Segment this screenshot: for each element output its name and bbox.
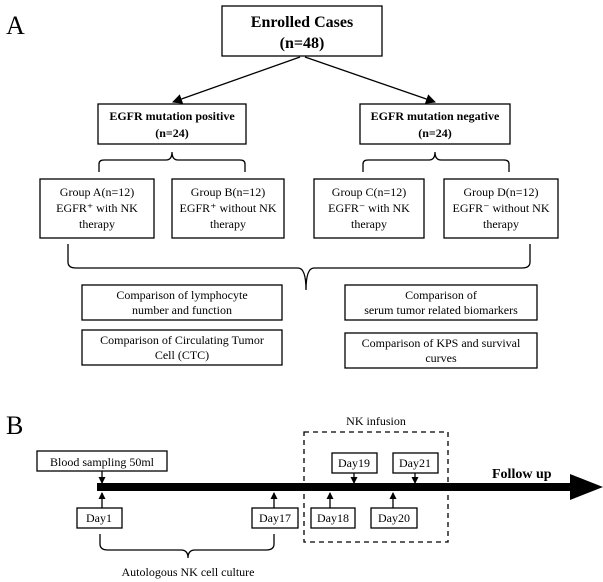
group-b-box: Group B(n=12) EGFR⁺ without NK therapy bbox=[171, 178, 285, 239]
group-d-line2: EGFR⁻ without NK bbox=[452, 201, 549, 215]
egfr-positive-box: EGFR mutation positive (n=24) bbox=[97, 103, 247, 145]
group-d-line3: therapy bbox=[483, 217, 519, 231]
group-c-line3: therapy bbox=[351, 217, 387, 231]
arrow-to-negative bbox=[304, 56, 436, 104]
nk-infusion-label: NK infusion bbox=[346, 414, 406, 428]
group-a-line1: Group A(n=12) bbox=[60, 185, 134, 199]
group-b-line2: EGFR⁺ without NK bbox=[179, 201, 276, 215]
group-c-line1: Group C(n=12) bbox=[332, 185, 406, 199]
brace-groups bbox=[67, 244, 531, 291]
comparison-kps-line1: Comparison of KPS and survival bbox=[362, 336, 521, 350]
timeline-arrowhead bbox=[570, 474, 603, 500]
panel-b-label: B bbox=[6, 411, 23, 440]
enrolled-count: (n=48) bbox=[280, 35, 325, 52]
group-b-line3: therapy bbox=[210, 217, 246, 231]
enrolled-cases-box: Enrolled Cases (n=48) bbox=[221, 5, 383, 57]
group-d-line1: Group D(n=12) bbox=[463, 185, 538, 199]
comparison-kps-box: Comparison of KPS and survival curves bbox=[344, 332, 538, 369]
blood-sampling-box: Blood sampling 50ml bbox=[36, 450, 168, 472]
enrolled-title: Enrolled Cases bbox=[251, 14, 353, 31]
day1-box: Day1 bbox=[76, 507, 123, 529]
day19-box: Day19 bbox=[331, 452, 378, 474]
egfr-negative-box: EGFR mutation negative (n=24) bbox=[359, 103, 511, 145]
comparison-kps-line2: curves bbox=[425, 351, 457, 365]
day20-box: Day20 bbox=[370, 507, 418, 529]
comparison-ctc-line1: Comparison of Circulating Tumor bbox=[100, 333, 264, 347]
day21-box: Day21 bbox=[392, 452, 439, 474]
day18-label: Day18 bbox=[317, 511, 349, 525]
group-a-line2: EGFR⁺ with NK bbox=[56, 201, 138, 215]
brace-positive bbox=[98, 151, 246, 172]
day19-label: Day19 bbox=[338, 456, 370, 470]
follow-up-label: Follow up bbox=[492, 467, 552, 482]
timeline-bar bbox=[97, 483, 575, 491]
comparison-ctc-line2: Cell (CTC) bbox=[155, 348, 209, 362]
day18-box: Day18 bbox=[310, 507, 356, 529]
day1-label: Day1 bbox=[86, 511, 112, 525]
comparison-lymphocyte-line2: number and function bbox=[132, 303, 232, 317]
group-d-box: Group D(n=12) EGFR⁻ without NK therapy bbox=[443, 178, 559, 239]
panel-a-label: A bbox=[6, 11, 25, 40]
comparison-biomarkers-line2: serum tumor related biomarkers bbox=[364, 303, 518, 317]
day17-box: Day17 bbox=[251, 507, 299, 529]
day17-label: Day17 bbox=[259, 511, 291, 525]
day20-label: Day20 bbox=[378, 511, 410, 525]
group-c-line2: EGFR⁻ with NK bbox=[328, 201, 410, 215]
group-b-line1: Group B(n=12) bbox=[191, 185, 265, 199]
positive-title: EGFR mutation positive bbox=[109, 109, 235, 123]
culture-label: Autologous NK cell culture bbox=[122, 565, 255, 579]
arrow-to-positive bbox=[172, 56, 301, 104]
group-c-box: Group C(n=12) EGFR⁻ with NK therapy bbox=[313, 178, 425, 239]
brace-culture bbox=[99, 534, 275, 559]
positive-count: (n=24) bbox=[155, 126, 189, 140]
brace-negative bbox=[362, 151, 510, 172]
day21-label: Day21 bbox=[399, 456, 431, 470]
group-a-box: Group A(n=12) EGFR⁺ with NK therapy bbox=[39, 178, 155, 239]
comparison-lymphocyte-line1: Comparison of lymphocyte bbox=[116, 288, 247, 302]
comparison-biomarkers-line1: Comparison of bbox=[405, 288, 477, 302]
group-a-line3: therapy bbox=[79, 217, 115, 231]
comparison-biomarkers-box: Comparison of serum tumor related biomar… bbox=[344, 284, 538, 321]
comparison-ctc-box: Comparison of Circulating Tumor Cell (CT… bbox=[81, 329, 283, 366]
negative-count: (n=24) bbox=[418, 126, 452, 140]
blood-sampling-label: Blood sampling 50ml bbox=[50, 455, 155, 469]
negative-title: EGFR mutation negative bbox=[371, 109, 500, 123]
comparison-lymphocyte-box: Comparison of lymphocyte number and func… bbox=[81, 284, 283, 321]
